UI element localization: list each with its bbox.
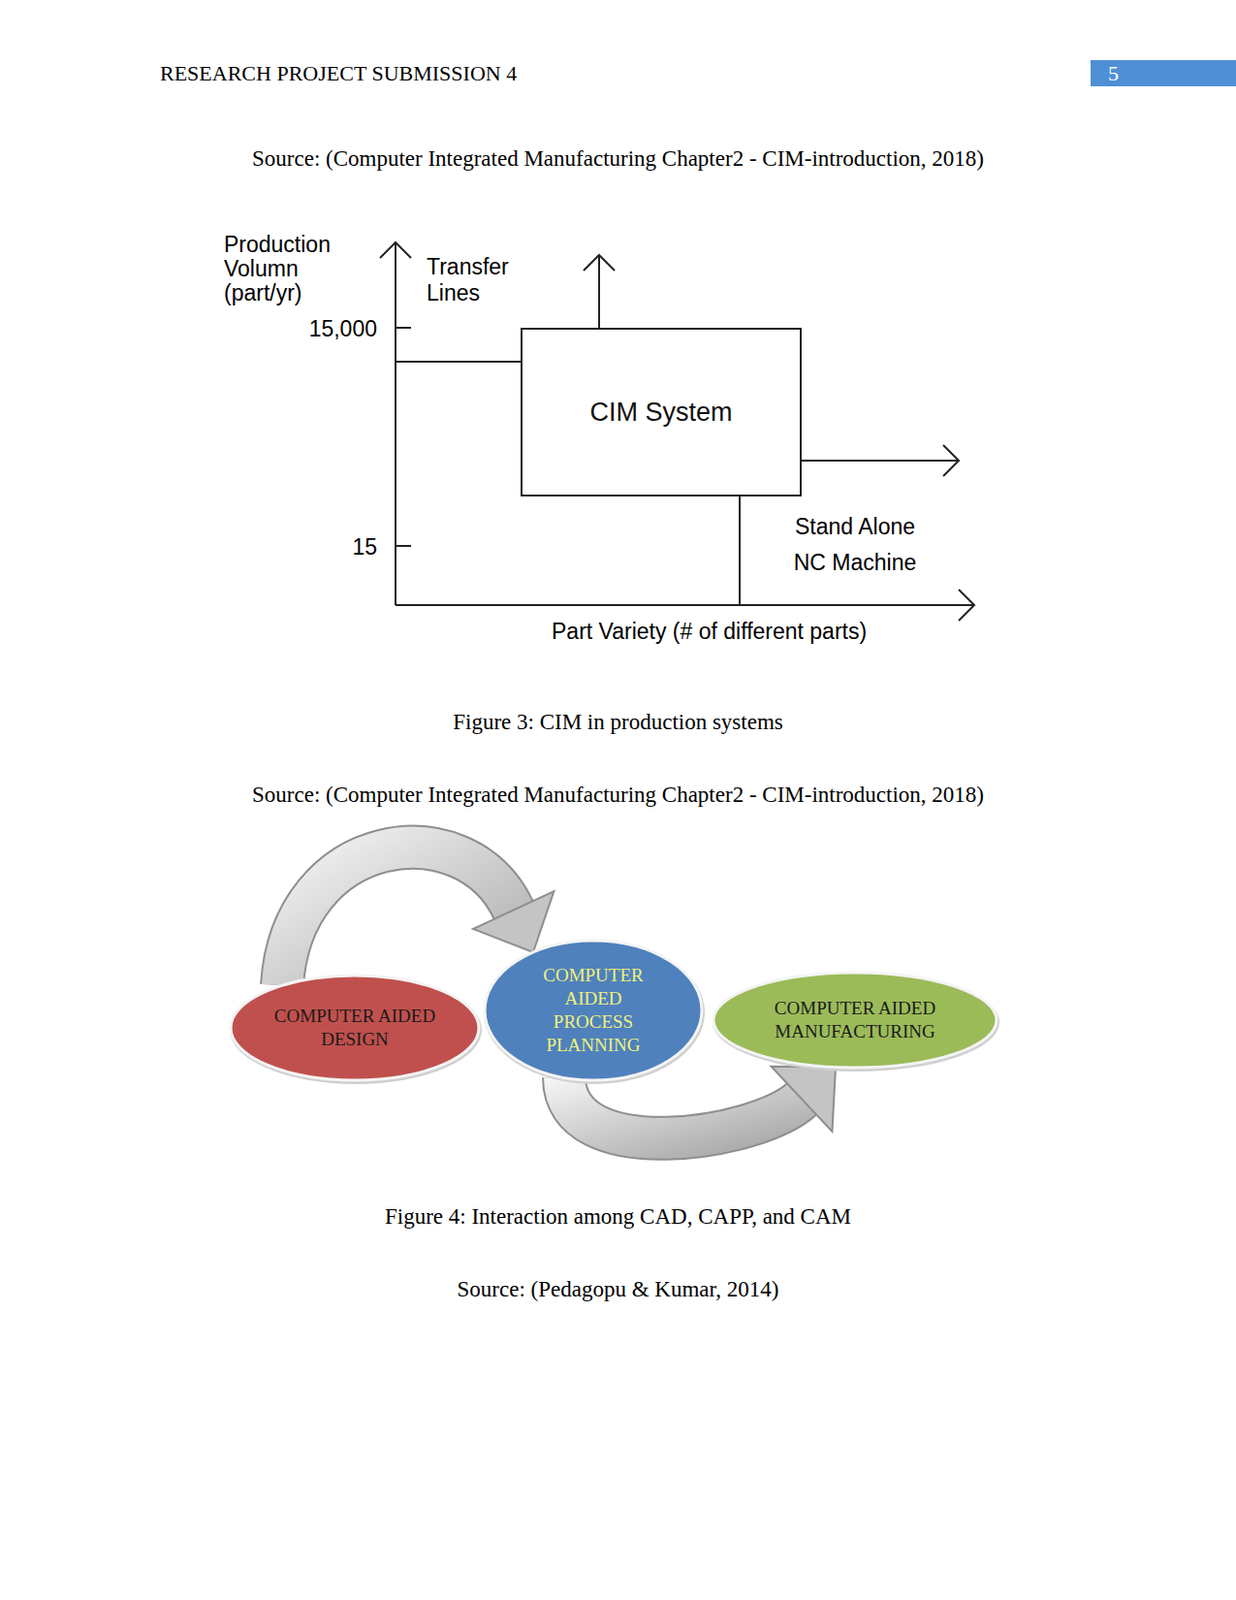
region-label: Stand Alone NC Machine bbox=[777, 508, 933, 581]
ellipse-shape bbox=[226, 971, 483, 1084]
node-label: COMPUTER AIDED PROCESS PLANNING bbox=[535, 963, 652, 1057]
arrow-body bbox=[282, 847, 514, 985]
arrow-body bbox=[564, 1077, 802, 1138]
ellipse-shadow bbox=[483, 940, 705, 1084]
arrow-outline bbox=[282, 847, 514, 985]
cad-ellipse: COMPUTER AIDED DESIGN bbox=[226, 971, 483, 1084]
tick-label: 15,000 bbox=[281, 316, 378, 342]
page-number-band bbox=[1090, 60, 1236, 87]
figure-caption: Figure 3: CIM in production systems bbox=[0, 708, 1236, 736]
source-note: Source: (Computer Integrated Manufacturi… bbox=[0, 145, 1236, 173]
ellipse-shadow bbox=[712, 972, 1000, 1072]
tick-label: 15 bbox=[281, 534, 378, 560]
axis-title: Part Variety (# of different parts) bbox=[551, 618, 867, 645]
source-note: Source: (Pedagopu & Kumar, 2014) bbox=[0, 1275, 1236, 1303]
running-header: RESEARCH PROJECT SUBMISSION 4 bbox=[159, 60, 517, 87]
arrow-head bbox=[473, 890, 554, 952]
figure-caption: Figure 4: Interaction among CAD, CAPP, a… bbox=[0, 1203, 1236, 1231]
arrow-head bbox=[771, 1066, 836, 1132]
ellipse-shape bbox=[709, 968, 1001, 1072]
cam-ellipse: COMPUTER AIDED MANUFACTURING bbox=[709, 968, 1001, 1072]
ellipse-shadow bbox=[229, 975, 482, 1084]
arrow-outline bbox=[564, 1077, 802, 1138]
node-label: COMPUTER AIDED MANUFACTURING bbox=[758, 996, 952, 1044]
ellipse-fill bbox=[230, 975, 479, 1080]
ellipse-fill bbox=[484, 940, 702, 1080]
chart-lines bbox=[380, 242, 975, 621]
region-label: Transfer Lines bbox=[426, 253, 534, 307]
cim-box: CIM System bbox=[520, 327, 802, 497]
source-note: Source: (Computer Integrated Manufacturi… bbox=[0, 781, 1236, 809]
node-label: COMPUTER AIDED DESIGN bbox=[272, 1004, 438, 1051]
ellipse-shape bbox=[480, 936, 706, 1084]
node-label: CIM System bbox=[535, 396, 788, 428]
axis-title: Production Volumn (part/yr) bbox=[223, 232, 370, 306]
page-number: 5 bbox=[1108, 60, 1119, 87]
ellipse-fill bbox=[713, 972, 997, 1068]
capp-ellipse: COMPUTER AIDED PROCESS PLANNING bbox=[480, 936, 706, 1084]
